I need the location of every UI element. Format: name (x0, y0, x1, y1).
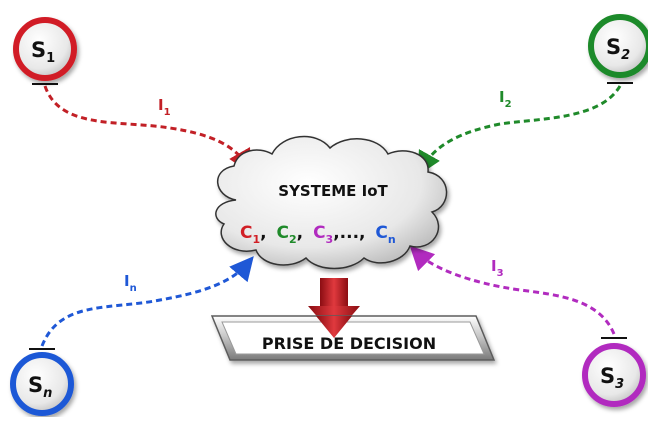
link-label-i1: I1 (158, 96, 171, 118)
iot-cloud (215, 135, 448, 270)
sensor-s2-label: S2 (606, 35, 630, 63)
sensor-sn[interactable]: Sn (10, 348, 74, 416)
decision-arrow-tip (316, 316, 352, 338)
sensor-s3[interactable]: S3 (582, 337, 646, 407)
sensor-s2[interactable]: S2 (588, 14, 648, 84)
decision-box (210, 315, 496, 361)
component-c2: C (277, 223, 289, 243)
link-label-i2: I2 (499, 88, 512, 110)
sensor-s1-label: S1 (31, 38, 55, 66)
link-arrow-i1 (43, 85, 252, 174)
link-arrow-i2 (417, 85, 622, 176)
cloud-components: C1, C2, C3,..., Cn (240, 223, 396, 246)
cloud-title: SYSTEME IoT (278, 182, 388, 200)
link-arrow-in (40, 256, 254, 347)
component-cn: C (375, 223, 387, 243)
sensor-sn-label: Sn (28, 373, 52, 401)
link-label-i3: I3 (491, 257, 504, 279)
link-label-in: In (124, 272, 137, 294)
link-arrow-i3 (409, 245, 616, 335)
sensor-s1[interactable]: S1 (13, 17, 77, 85)
sensor-s3-label: S3 (600, 364, 624, 392)
decision-label: PRISE DE DECISION (262, 334, 436, 353)
component-c3: C (313, 223, 325, 243)
component-c1: C (240, 223, 252, 243)
